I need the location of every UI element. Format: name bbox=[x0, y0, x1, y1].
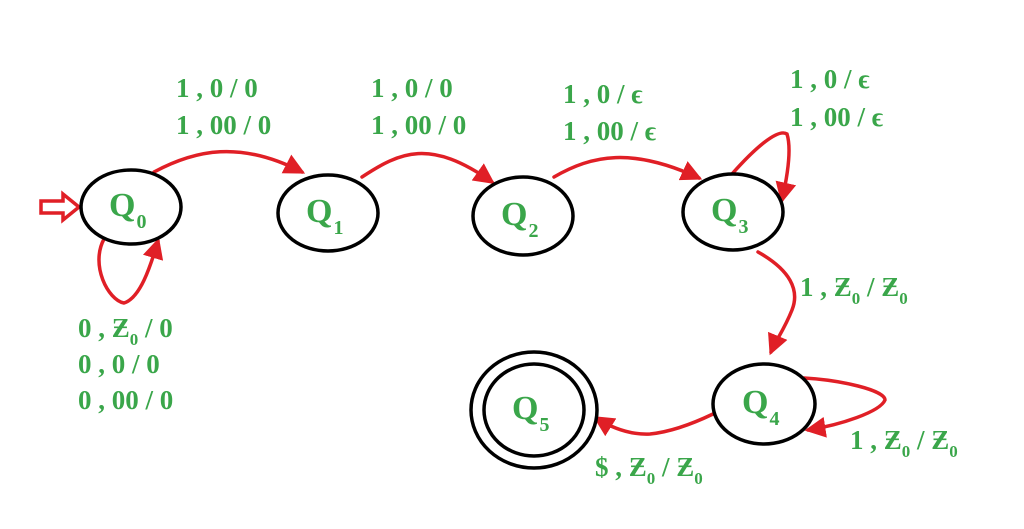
state-name: Q bbox=[742, 384, 768, 421]
transition-label-line: 0 , 00 / 0 bbox=[78, 385, 173, 415]
state-subscript: 1 bbox=[333, 217, 343, 239]
start-arrow-icon bbox=[39, 190, 82, 224]
transition-label-line: 1 , 00 / ϵ bbox=[790, 102, 884, 132]
transition-label-line: 1 , 0 / ϵ bbox=[563, 79, 643, 109]
transition-label-q2-q3: 1 , 0 / ϵ 1 , 00 / ϵ bbox=[563, 79, 657, 146]
transition-arrow-q2-q3 bbox=[552, 155, 703, 181]
transition-label-q3-q3: 1 , 0 / ϵ 1 , 00 / ϵ bbox=[790, 64, 884, 132]
label-text: 0 , 0 / 0 bbox=[78, 349, 160, 379]
label-text: 0 , Ƶ bbox=[78, 313, 130, 343]
transition-label-line: 0 , 0 / 0 bbox=[78, 349, 160, 379]
transition-arrow-q0-q1 bbox=[152, 149, 306, 174]
transition-arrow-q1-q2 bbox=[360, 151, 495, 185]
transition-label-line: 1 , 0 / 0 bbox=[176, 73, 258, 103]
label-text: 1 , 00 / ϵ bbox=[790, 102, 884, 132]
label-text: 1 , 0 / 0 bbox=[176, 73, 258, 103]
label-text: / Ƶ bbox=[655, 452, 694, 482]
transition-label-line: 1 , 00 / 0 bbox=[176, 110, 271, 140]
label-text: 1 , 0 / ϵ bbox=[563, 79, 643, 109]
label-text: $ , Ƶ bbox=[595, 452, 647, 482]
label-text: 1 , 00 / 0 bbox=[371, 110, 466, 140]
transition-arrow-q3-q3 bbox=[730, 131, 797, 204]
state-subscript: 4 bbox=[769, 408, 779, 430]
transition-arrow-q4-q5 bbox=[593, 412, 715, 437]
state-circle bbox=[711, 362, 817, 446]
transition-arrow-q3-q4 bbox=[756, 250, 797, 356]
transition-arrow-q4-q4 bbox=[802, 376, 887, 438]
state-name: Q bbox=[512, 390, 538, 427]
state-label: Q5 bbox=[512, 390, 549, 436]
label-text: 0 , 00 / 0 bbox=[78, 385, 173, 415]
label-text: 1 , Ƶ bbox=[850, 425, 902, 455]
state-q1: Q1 bbox=[276, 173, 380, 253]
transition-label-line: 1 , 00 / 0 bbox=[371, 110, 466, 140]
transition-label-line: 1 , Ƶ0 / Ƶ0 bbox=[800, 272, 908, 308]
transition-label-line: 1 , 00 / ϵ bbox=[563, 116, 657, 146]
label-subscript: 0 bbox=[852, 289, 861, 308]
state-label: Q1 bbox=[306, 193, 343, 239]
transition-label-line: $ , Ƶ0 / Ƶ0 bbox=[595, 452, 703, 488]
transition-label-q1-q2: 1 , 0 / 0 1 , 00 / 0 bbox=[371, 73, 466, 140]
state-name: Q bbox=[109, 187, 135, 224]
label-subscript: 0 bbox=[902, 442, 911, 461]
transition-arrow-q0-q0 bbox=[97, 237, 164, 305]
state-name: Q bbox=[501, 196, 527, 233]
state-subscript: 0 bbox=[136, 211, 146, 233]
state-name: Q bbox=[306, 193, 332, 230]
state-q4: Q4 bbox=[711, 362, 817, 446]
transition-label-q0-q0: 0 , Ƶ0 / 00 , 0 / 00 , 00 / 0 bbox=[78, 313, 173, 415]
transition-label-line: 1 , 0 / ϵ bbox=[790, 64, 870, 94]
label-subscript: 0 bbox=[130, 330, 139, 349]
state-q5: Q5 bbox=[469, 350, 599, 470]
label-subscript: 0 bbox=[899, 289, 908, 308]
label-subscript: 0 bbox=[949, 442, 958, 461]
state-circle bbox=[681, 172, 785, 252]
transition-label-q3-q4: 1 , Ƶ0 / Ƶ0 bbox=[800, 272, 908, 308]
state-circle bbox=[471, 175, 575, 257]
transition-label-line: 0 , Ƶ0 / 0 bbox=[78, 313, 173, 349]
state-label: Q0 bbox=[109, 187, 146, 233]
state-label: Q4 bbox=[742, 384, 779, 430]
label-text: 1 , 00 / ϵ bbox=[563, 116, 657, 146]
label-text: / 0 bbox=[138, 313, 173, 343]
state-circle bbox=[276, 173, 380, 253]
accepting-inner-circle bbox=[482, 362, 586, 458]
label-subscript: 0 bbox=[647, 469, 656, 488]
transition-label-q0-q1: 1 , 0 / 0 1 , 00 / 0 bbox=[176, 73, 271, 140]
state-subscript: 3 bbox=[738, 216, 748, 238]
state-subscript: 5 bbox=[539, 414, 549, 436]
transition-label-line: 1 , Ƶ0 / Ƶ0 bbox=[850, 425, 958, 461]
state-label: Q2 bbox=[501, 196, 538, 242]
state-q3: Q3 bbox=[681, 172, 785, 252]
state-label: Q3 bbox=[711, 192, 748, 238]
label-text: / Ƶ bbox=[860, 272, 899, 302]
transition-label-q4-q5: $ , Ƶ0 / Ƶ0 bbox=[595, 452, 703, 488]
label-subscript: 0 bbox=[694, 469, 703, 488]
state-name: Q bbox=[711, 192, 737, 229]
transition-label-q4-q4: 1 , Ƶ0 / Ƶ0 bbox=[850, 425, 958, 461]
state-subscript: 2 bbox=[528, 220, 538, 242]
transition-label-line: 1 , 0 / 0 bbox=[371, 73, 453, 103]
label-text: 1 , 0 / ϵ bbox=[790, 64, 870, 94]
state-q2: Q2 bbox=[471, 175, 575, 257]
label-text: 1 , 0 / 0 bbox=[371, 73, 453, 103]
state-circle bbox=[79, 168, 183, 246]
label-text: 1 , 00 / 0 bbox=[176, 110, 271, 140]
state-q0: Q0 bbox=[79, 168, 183, 246]
label-text: / Ƶ bbox=[910, 425, 949, 455]
label-text: 1 , Ƶ bbox=[800, 272, 852, 302]
